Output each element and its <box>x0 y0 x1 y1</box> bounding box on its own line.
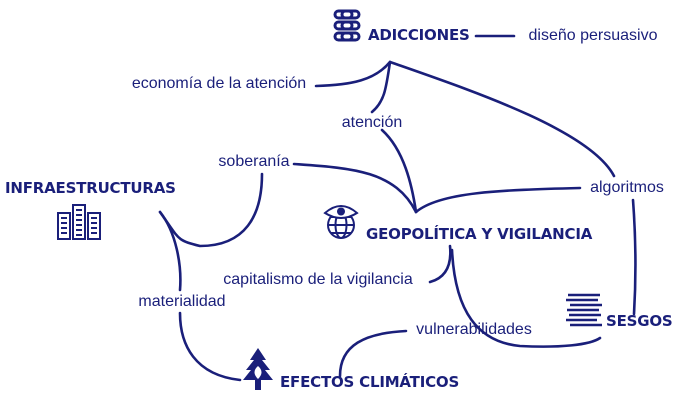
link-geopolitica-capitalismo <box>428 244 452 284</box>
hub-efectos-label: EFECTOS CLIMÁTICOS <box>280 373 460 391</box>
term-materialidad: materialidad <box>138 293 226 310</box>
link-adicciones-economia <box>314 60 392 88</box>
term-capitalismo-vigilancia: capitalismo de la vigilancia <box>223 271 413 288</box>
link-algoritmos-sesgos <box>631 198 637 316</box>
term-algoritmos: algoritmos <box>590 179 664 196</box>
term-soberania: soberanía <box>218 153 290 170</box>
hub-sesgos-label: SESGOS <box>606 312 673 330</box>
term-diseno-persuasivo: diseño persuasivo <box>528 27 658 44</box>
link-algoritmos-geopolitica <box>414 186 582 214</box>
link-materialidad-efectos <box>178 311 242 382</box>
link-atencion-geopolitica <box>380 128 418 214</box>
chain-links-icon <box>333 9 361 42</box>
hub-infraestructuras-label: INFRAESTRUCTURAS <box>5 179 176 197</box>
hub-geopolitica-label: GEOPOLÍTICA Y VIGILANCIA <box>366 225 593 243</box>
eye-globe-icon <box>323 205 359 239</box>
link-geopolitica-sesgos <box>450 248 602 348</box>
term-economia-atencion: economía de la atención <box>131 75 307 92</box>
server-rack-icon <box>57 204 101 240</box>
term-vulnerabilidades: vulnerabilidades <box>416 321 532 338</box>
link-infra-soberania <box>158 172 264 248</box>
link-soberania-geopolitica <box>292 162 418 214</box>
link-infra-materialidad <box>158 210 182 292</box>
link-adicciones-algoritmos <box>388 60 616 178</box>
tree-icon <box>243 348 273 390</box>
striped-lines-icon <box>566 293 602 327</box>
hub-adicciones-label: ADICCIONES <box>368 26 470 44</box>
link-efectos-vulnerabilidades <box>338 329 408 378</box>
link-adicciones-atencion <box>370 60 392 114</box>
term-atencion: atención <box>341 114 403 131</box>
